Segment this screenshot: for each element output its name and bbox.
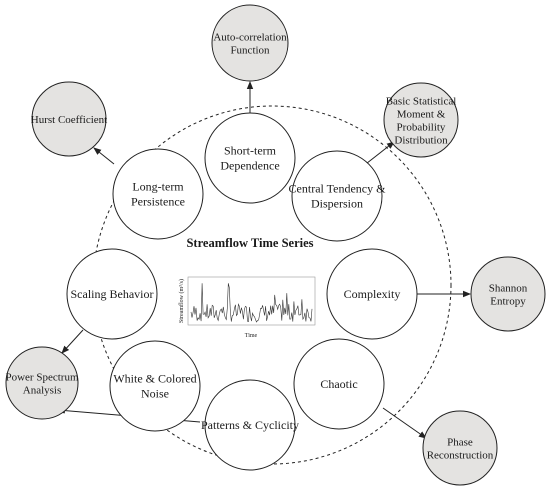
inset-chart: Time Streamflow (m³/s) [178,276,316,339]
property-node-chaotic: Chaotic [293,338,385,430]
property-node-central-tendency: Central Tendency &Dispersion [289,150,387,242]
property-node-label: Dispersion [311,197,363,211]
property-node-circle [291,150,383,242]
property-node-circle [204,112,296,204]
property-node-label: Short-term [224,144,277,158]
property-node-circle [112,148,204,240]
method-node-label: Basic Statistical [386,96,457,108]
property-node-circle [109,340,201,432]
method-node-circle [211,4,289,82]
dashed-ring [92,105,452,465]
method-node-label: Moment & [397,109,446,121]
property-node-patterns-cyclicity: Patterns & Cyclicity [201,379,299,471]
property-node-label: Noise [141,387,169,401]
method-node-circle [422,410,498,486]
method-node-label: Distribution [394,135,448,147]
inset-ylabel: Streamflow (m³/s) [178,279,185,323]
arrow-to-phase-reconstruction [382,407,427,439]
method-node-label: Entropy [490,296,526,308]
inset-plot-area [187,276,316,326]
method-node-label: Power Spectrum [5,372,78,384]
method-node-circle [383,82,459,158]
arrow-from-scaling-to-power-spectrum [61,329,84,354]
method-node-label: Probability [397,122,446,134]
method-node-label: Function [230,45,270,57]
method-node-circle [470,256,546,332]
method-node-label: Reconstruction [427,450,494,462]
property-node-circle [326,248,418,340]
center-title: Streamflow Time Series [186,236,313,250]
property-node-complexity: Complexity [326,248,418,340]
property-node-label: Patterns & Cyclicity [201,418,299,432]
property-node-circle [204,379,296,471]
method-node-circle [31,81,107,157]
method-node-label: Shannon [489,283,528,295]
method-node-hurst-coefficient: Hurst Coefficient [31,81,107,157]
property-node-label: Central Tendency & [289,182,387,196]
inset-series-line [190,283,313,323]
method-node-label: Auto-correlation [213,32,287,44]
property-node-label: Complexity [344,287,401,301]
property-node-label: Long-term [132,180,184,194]
property-node-scaling-behavior: Scaling Behavior [66,248,158,340]
method-node-circle [5,346,79,420]
property-node-label: Scaling Behavior [71,287,154,301]
property-node-circle [293,338,385,430]
inset-xlabel: Time [245,333,258,339]
method-node-label: Phase [447,437,473,449]
method-node-label: Hurst Coefficient [31,114,107,126]
property-node-circle [66,248,158,340]
property-node-label: Dependence [220,159,279,173]
property-node-label: Persistence [131,195,185,209]
arrow-to-hurst-coefficient [93,147,115,165]
method-node-label: Analysis [23,385,62,397]
property-node-label: Chaotic [320,377,357,391]
property-node-label: White & Colored [113,372,196,386]
